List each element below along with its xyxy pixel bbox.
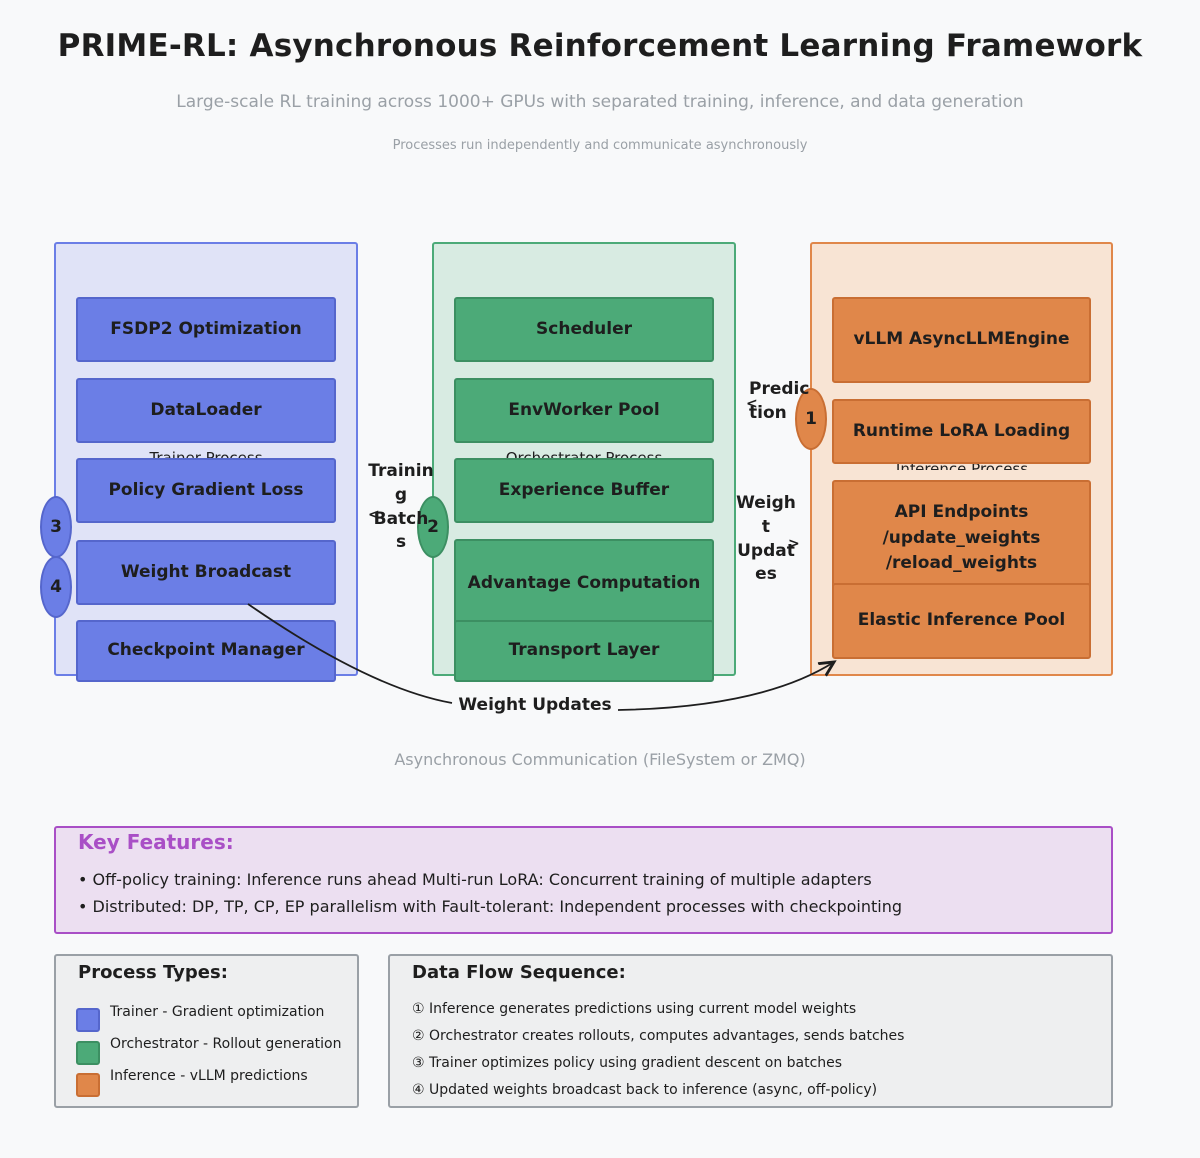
experience-buffer-node[interactable]: Experience Buffer bbox=[454, 458, 714, 523]
weight-updates-edge-label: Weight Updates bbox=[458, 695, 612, 715]
elastic-inference-pool-node[interactable]: Elastic Inference Pool bbox=[832, 583, 1091, 659]
weight-updates-short-edge-label: Weigh t Updat es bbox=[736, 493, 796, 585]
key-features-title: Key Features: bbox=[78, 830, 234, 854]
advantage-computation-node[interactable]: Advantage Computation bbox=[454, 539, 714, 629]
inference-swatch bbox=[76, 1073, 100, 1097]
dataloader-node[interactable]: DataLoader bbox=[76, 378, 336, 443]
checkpoint-manager-node[interactable]: Checkpoint Manager bbox=[76, 620, 336, 682]
legend-inference-label: Inference - vLLM predictions bbox=[110, 1068, 308, 1084]
data-flow-step-2: ② Orchestrator creates rollouts, compute… bbox=[412, 1028, 905, 1044]
process-types-legend: Process Types: Trainer - Gradient optimi… bbox=[54, 954, 359, 1108]
step-4-badge: 4 bbox=[40, 556, 72, 618]
trainer-swatch bbox=[76, 1008, 100, 1032]
legend-title: Process Types: bbox=[78, 962, 228, 983]
trainer-process-label: Trainer Process bbox=[149, 449, 263, 459]
step-3-badge: 3 bbox=[40, 496, 72, 558]
api-endpoints-node[interactable]: API Endpoints /update_weights /reload_we… bbox=[832, 480, 1091, 593]
fsdp2-optimization-node[interactable]: FSDP2 Optimization bbox=[76, 297, 336, 362]
training-batches-arrowhead-icon: < bbox=[368, 507, 380, 523]
diagram-subtitle: Large-scale RL training across 1000+ GPU… bbox=[176, 92, 1024, 112]
vllm-asyncllmengine-node[interactable]: vLLM AsyncLLMEngine bbox=[832, 297, 1091, 383]
orchestrator-process-label: Orchestrator Process bbox=[505, 449, 663, 459]
data-flow-title: Data Flow Sequence: bbox=[412, 962, 626, 983]
runtime-lora-loading-node[interactable]: Runtime LoRA Loading bbox=[832, 399, 1091, 464]
data-flow-sequence-box: Data Flow Sequence: ① Inference generate… bbox=[388, 954, 1113, 1108]
policy-gradient-loss-node[interactable]: Policy Gradient Loss bbox=[76, 458, 336, 523]
key-features-box: Key Features: • Off-policy training: Inf… bbox=[54, 826, 1113, 934]
data-flow-step-1: ① Inference generates predictions using … bbox=[412, 1001, 857, 1017]
weight-updates-arrowhead-icon: > bbox=[788, 536, 800, 552]
data-flow-step-3: ③ Trainer optimizes policy using gradien… bbox=[412, 1055, 843, 1071]
key-feature-line-1: • Off-policy training: Inference runs ah… bbox=[78, 870, 872, 889]
legend-orchestrator-label: Orchestrator - Rollout generation bbox=[110, 1036, 342, 1052]
orchestrator-swatch bbox=[76, 1041, 100, 1065]
envworker-pool-node[interactable]: EnvWorker Pool bbox=[454, 378, 714, 443]
inference-process-label: Inference Process bbox=[895, 460, 1029, 470]
predictions-arrowhead-icon: < bbox=[746, 396, 758, 412]
step-1-badge: 1 bbox=[795, 388, 827, 450]
transport-layer-node[interactable]: Transport Layer bbox=[454, 620, 714, 682]
weight-broadcast-node[interactable]: Weight Broadcast bbox=[76, 540, 336, 605]
key-feature-line-2: • Distributed: DP, TP, CP, EP parallelis… bbox=[78, 897, 903, 916]
step-2-badge: 2 bbox=[417, 496, 449, 558]
async-communication-label: Asynchronous Communication (FileSystem o… bbox=[394, 750, 806, 769]
data-flow-step-4: ④ Updated weights broadcast back to infe… bbox=[412, 1082, 878, 1098]
training-batches-edge-label: Trainin g Batch s bbox=[368, 461, 434, 553]
scheduler-node[interactable]: Scheduler bbox=[454, 297, 714, 362]
legend-trainer-label: Trainer - Gradient optimization bbox=[110, 1004, 325, 1020]
predictions-edge-label: Predic tion bbox=[749, 379, 810, 423]
async-note: Processes run independently and communic… bbox=[392, 138, 808, 153]
diagram-title: PRIME-RL: Asynchronous Reinforcement Lea… bbox=[57, 28, 1143, 64]
